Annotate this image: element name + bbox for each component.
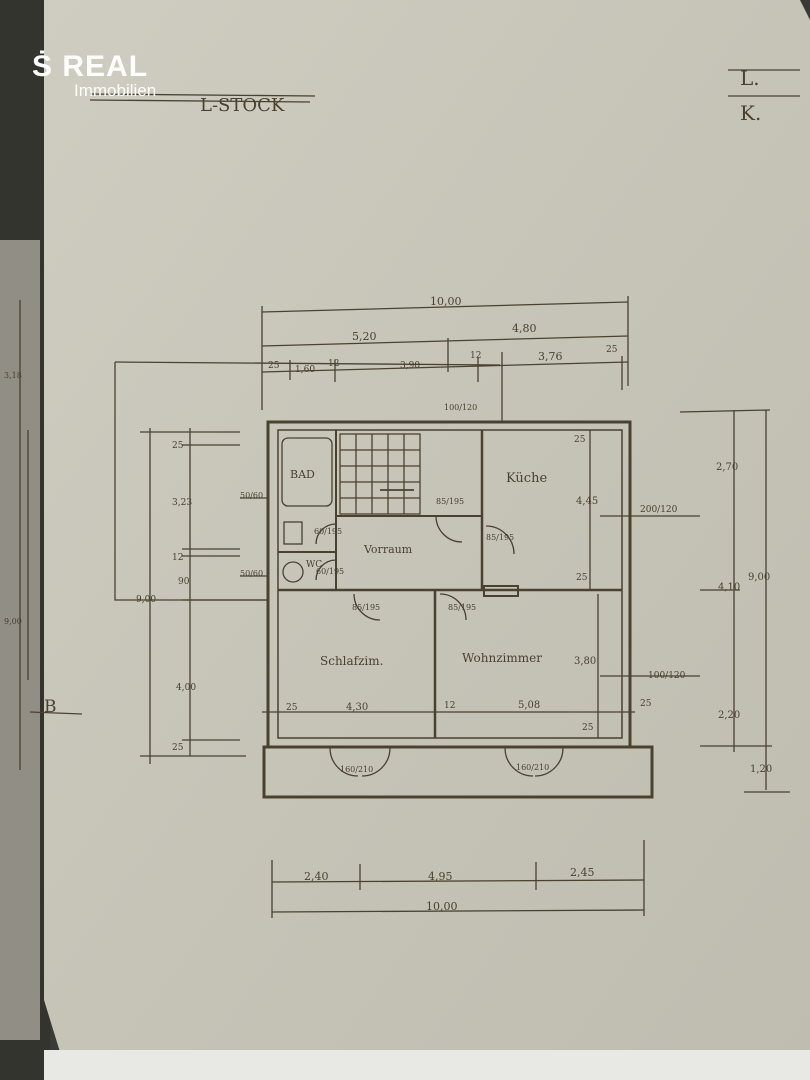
dim-left-25a: 25: [172, 441, 184, 451]
dim-balcony-door-1: 160/210: [340, 765, 373, 774]
dim-living-door: 85/195: [448, 603, 476, 612]
dim-left-400: 4,00: [176, 683, 196, 693]
dim-top-left: 5,20: [352, 330, 377, 343]
dim-left-edge-b: 9,00: [4, 617, 22, 626]
dim-bath-door: 60/195: [314, 527, 342, 536]
dim-stair-door: 100/120: [444, 403, 477, 412]
dim-left-edge-a: 3,18: [4, 371, 22, 380]
room-label-bath: BAD: [290, 468, 315, 481]
dim-living-25b: 25: [582, 723, 594, 733]
dim-top-seg-25: 25: [268, 361, 280, 371]
dim-stair-door-2: 85/195: [436, 497, 464, 506]
dim-left-12: 12: [172, 553, 183, 563]
dim-right-410: 4,10: [718, 582, 740, 593]
dim-top-seg-160: 1,60: [295, 365, 315, 375]
dim-bedroom-25: 25: [286, 703, 298, 713]
dim-right-220: 2,20: [718, 710, 740, 721]
dim-kitchen-door: 85/195: [486, 533, 514, 542]
dim-bottom-245: 2,45: [570, 866, 595, 879]
dim-kitchen-window: 200/120: [640, 505, 678, 515]
dim-wc-door: 60/195: [316, 567, 344, 576]
dim-left-25b: 25: [172, 743, 184, 753]
dim-right-270: 2,70: [716, 462, 738, 473]
dim-kitchen-25b: 25: [576, 573, 588, 583]
dim-kitchen-25a: 25: [574, 435, 586, 445]
corner-note-1: L.: [740, 66, 760, 90]
dim-bottom-495: 4,95: [428, 870, 453, 883]
dim-kitchen-width: 4,45: [576, 496, 598, 507]
dim-right-120: 1,20: [750, 764, 772, 775]
logo-brand: Ṡ REAL: [32, 50, 149, 83]
dim-living-25: 25: [640, 699, 652, 709]
dim-bath-window: 50/60: [240, 491, 263, 500]
plan-lines: [19, 69, 800, 918]
dim-left-total: 9,00: [136, 595, 156, 605]
dim-bottom-total: 10,00: [426, 900, 458, 913]
dim-living-window: 100/120: [648, 671, 686, 681]
dim-top-seg-25b: 25: [606, 345, 618, 355]
room-label-hall: Vorraum: [363, 543, 413, 556]
corner-note-2: K.: [740, 101, 761, 125]
dim-top-seg-376: 3,76: [538, 350, 563, 363]
room-label-kitchen: Küche: [506, 471, 547, 486]
room-label-wc: WC: [306, 560, 322, 570]
room-label-living: Wohnzimmer: [462, 651, 542, 665]
dim-right-total: 9,00: [748, 572, 770, 583]
dim-bedroom-width: 4,30: [346, 702, 368, 713]
room-label-bedroom: Schlafzim.: [320, 654, 383, 668]
dim-living-height: 3,80: [574, 656, 596, 667]
dim-wc-window: 50/60: [240, 569, 263, 578]
dim-left-323: 3,23: [172, 498, 192, 508]
dim-bottom-240: 2,40: [304, 870, 329, 883]
dim-living-width: 5,08: [518, 700, 540, 711]
dim-bedroom-door: 85/195: [352, 603, 380, 612]
sreal-logo: Ṡ REAL Immobilien: [32, 52, 156, 100]
sheet-title: L-STOCK: [200, 95, 285, 116]
dim-left-90: 90: [178, 577, 190, 587]
dim-top-right: 4,80: [512, 322, 537, 335]
dim-top-seg-12b: 12: [470, 351, 481, 361]
dim-top-seg-12a: 12: [328, 359, 339, 369]
section-marker: B: [44, 697, 57, 717]
logo-brand-text: REAL: [62, 50, 149, 83]
dim-mid-12: 12: [444, 701, 455, 711]
dim-balcony-door-2: 160/210: [516, 763, 549, 772]
logo-tagline: Immobilien: [74, 81, 157, 100]
dim-top-seg-390: 3,90: [400, 361, 420, 371]
dim-top-total: 10,00: [430, 295, 462, 308]
paper: [44, 0, 810, 1060]
